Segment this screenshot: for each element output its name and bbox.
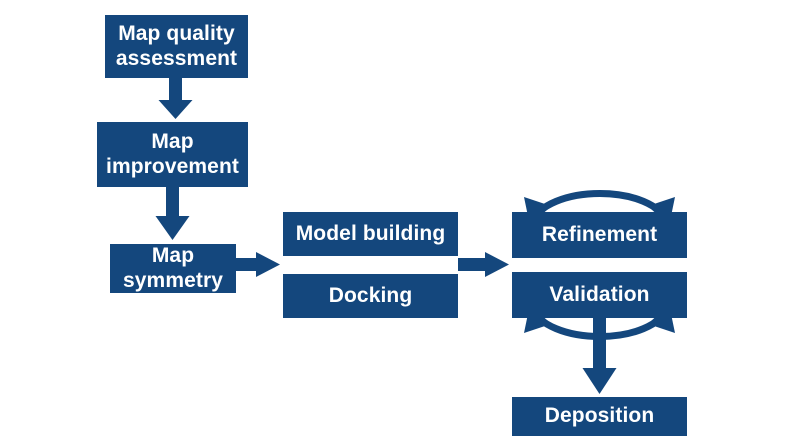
node-docking[interactable]: Docking [283,274,458,318]
node-model-building[interactable]: Model building [283,212,458,256]
node-refinement[interactable]: Refinement [512,212,687,258]
node-map-quality-assessment[interactable]: Map quality assessment [105,15,248,78]
arrow-building-to-refinement [458,252,509,277]
node-map-symmetry[interactable]: Map symmetry [110,244,236,293]
arrow-validation-to-deposition [582,318,617,394]
node-deposition[interactable]: Deposition [512,397,687,436]
arrow-symmetry-to-building [236,252,280,277]
node-validation[interactable]: Validation [512,272,687,318]
arrow-assessment-to-improvement [158,78,193,119]
node-map-improvement[interactable]: Map improvement [97,122,248,187]
arrow-improvement-to-symmetry [155,187,190,240]
